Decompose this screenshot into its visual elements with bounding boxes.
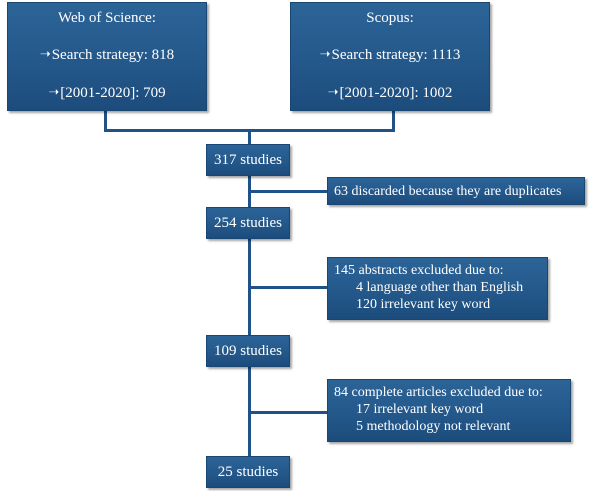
- date-range-line: ➝[2001-2020]: 709: [48, 84, 166, 101]
- source-title: Web of Science:: [58, 10, 156, 26]
- connector-scopus-down: [392, 110, 395, 132]
- stage-box-25: 25 studies: [206, 456, 290, 488]
- exclusion-reason: 5 methodology not relevant: [356, 419, 511, 434]
- arrow-right-icon: ➝: [319, 46, 331, 61]
- arrow-right-icon: ➝: [39, 46, 51, 61]
- stage-label: 109 studies: [214, 342, 282, 359]
- exclusion-reason: 120 irrelevant key word: [356, 297, 491, 312]
- source-box-web-of-science: Web of Science: ➝Search strategy: 818 ➝[…: [7, 2, 207, 111]
- exclusion-box-duplicates: 63 discarded because they are duplicates: [327, 177, 585, 205]
- stage-box-254: 254 studies: [206, 207, 290, 239]
- stage-label: 25 studies: [217, 463, 279, 480]
- search-strategy-line: ➝Search strategy: 1113: [319, 46, 461, 63]
- exclusion-title: 84 complete articles excluded due to:: [334, 385, 543, 400]
- stage-box-317: 317 studies: [206, 144, 290, 176]
- exclusion-title: 63 discarded because they are duplicates: [334, 184, 562, 199]
- exclusion-reason: 4 language other than English: [356, 280, 524, 295]
- connector-trunk: [248, 129, 251, 459]
- connector-branch-duplicates: [248, 190, 328, 193]
- arrow-right-icon: ➝: [48, 84, 60, 99]
- source-title: Scopus:: [366, 10, 414, 26]
- exclusion-reason: 17 irrelevant key word: [356, 402, 484, 417]
- stage-label: 254 studies: [214, 214, 282, 231]
- exclusion-box-abstracts: 145 abstracts excluded due to: 4 languag…: [327, 257, 548, 320]
- source-box-scopus: Scopus: ➝Search strategy: 1113 ➝[2001-20…: [290, 2, 490, 111]
- exclusion-box-articles: 84 complete articles excluded due to: 17…: [327, 379, 571, 442]
- exclusion-title: 145 abstracts excluded due to:: [334, 263, 504, 278]
- stage-box-109: 109 studies: [206, 335, 290, 367]
- stage-label: 317 studies: [214, 151, 282, 168]
- connector-branch-articles: [248, 411, 328, 414]
- arrow-right-icon: ➝: [327, 84, 339, 99]
- search-strategy-line: ➝Search strategy: 818: [39, 46, 175, 63]
- connector-branch-abstracts: [248, 286, 328, 289]
- date-range-line: ➝[2001-2020]: 1002: [327, 84, 453, 101]
- connector-wos-down: [104, 110, 107, 132]
